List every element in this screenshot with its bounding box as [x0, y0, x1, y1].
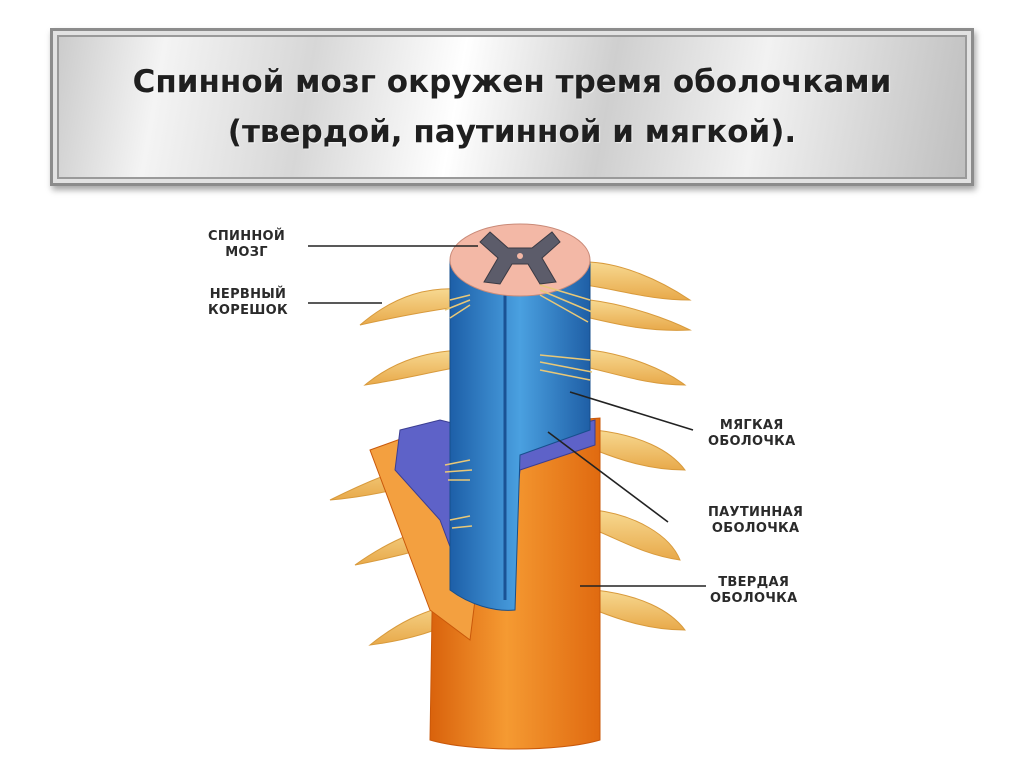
title-line-2: (твердой, паутинной и мягкой).: [227, 114, 797, 150]
label-dura-mater: ТВЕРДАЯ ОБОЛОЧКА: [710, 575, 797, 607]
label-dura-line2: ОБОЛОЧКА: [710, 591, 798, 606]
label-pia-line1: МЯГКАЯ: [719, 418, 784, 433]
label-nerve-root-line2: КОРЕШОК: [208, 303, 288, 318]
central-canal: [517, 253, 523, 259]
label-nerve-root-line1: НЕРВНЫЙ: [209, 287, 287, 302]
label-nerve-root: НЕРВНЫЙ КОРЕШОК: [208, 287, 288, 319]
label-dura-line1: ТВЕРДАЯ: [718, 575, 790, 590]
label-arachnoid-line1: ПАУТИННАЯ: [708, 505, 804, 520]
label-pia-mater: МЯГКАЯ ОБОЛОЧКА: [708, 418, 795, 450]
title-banner: Спинной мозг окружен тремя оболочками (т…: [50, 28, 974, 186]
leader-pia: [569, 391, 694, 431]
title-line-1: Спинной мозг окружен тремя оболочками: [132, 64, 892, 100]
nerve-roots-right: [584, 261, 692, 631]
label-pia-line2: ОБОЛОЧКА: [708, 434, 796, 449]
leader-lines: [308, 245, 706, 587]
label-spinal-cord: СПИННОЙ МОЗГ: [208, 229, 285, 261]
pia-mater: [449, 259, 591, 611]
label-spinal-cord-line2: МОЗГ: [225, 245, 268, 260]
leader-arachnoid: [547, 431, 669, 523]
label-spinal-cord-line1: СПИННОЙ: [208, 229, 286, 244]
label-arachnoid: ПАУТИННАЯ ОБОЛОЧКА: [708, 505, 803, 537]
label-arachnoid-line2: ОБОЛОЧКА: [711, 521, 800, 536]
nerve-fibres: [444, 284, 593, 529]
